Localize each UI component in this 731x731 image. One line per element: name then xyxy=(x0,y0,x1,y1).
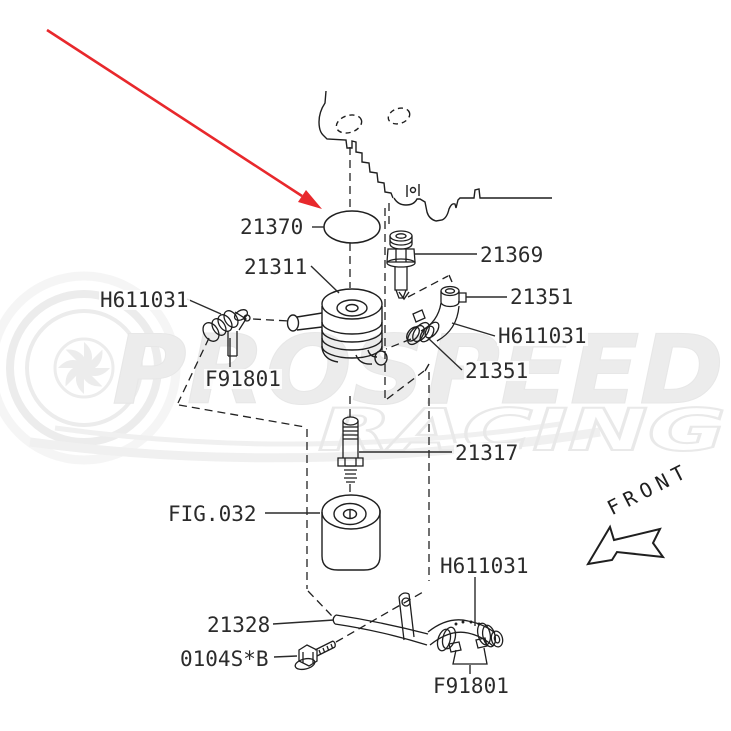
watermark-logo-wheel xyxy=(0,271,181,465)
hose-h611031-bottom xyxy=(427,619,504,665)
part-label-21370: 21370 xyxy=(239,215,305,239)
watermark-text-racing: RACING xyxy=(318,396,726,464)
part-label-fig032: FIG.032 xyxy=(167,502,258,526)
elbow-hose-group-right xyxy=(406,285,467,346)
highlight-arrow-icon xyxy=(46,28,322,209)
o-ring-21370 xyxy=(323,210,381,244)
part-label-f91801-left: F91801 xyxy=(204,367,282,391)
part-label-21328: 21328 xyxy=(206,613,272,637)
connector-f91801-bottom xyxy=(452,647,488,665)
part-label-0104sb: 0104S*B xyxy=(179,647,270,671)
part-label-21369: 21369 xyxy=(479,243,545,267)
leader-lines xyxy=(186,226,507,674)
part-label-21317: 21317 xyxy=(454,441,520,465)
part-label-h611031-left: H611031 xyxy=(99,288,190,312)
part-label-h611031-right: H611031 xyxy=(497,324,588,348)
bolt-0104sb xyxy=(294,640,336,671)
dashed-construction-lines xyxy=(177,147,449,643)
pipe-21328 xyxy=(332,592,429,646)
part-label-h611031-bottom: H611031 xyxy=(439,554,530,578)
dashed-corner-ticks xyxy=(398,274,453,372)
filter-fig032 xyxy=(321,494,381,571)
part-label-21351-top: 21351 xyxy=(509,285,575,309)
bolt-21369 xyxy=(386,230,416,299)
part-label-f91801-bottom: F91801 xyxy=(432,674,510,698)
connector-21317 xyxy=(337,416,364,483)
elbow-fitting-h611031-left xyxy=(202,309,251,357)
part-label-21311: 21311 xyxy=(243,255,309,279)
engine-block-outline xyxy=(318,90,552,222)
watermark-turbine-icon xyxy=(58,342,110,394)
front-direction-arrow-icon xyxy=(586,524,666,566)
oil-cooler-21311 xyxy=(286,288,388,366)
part-label-21351-lower: 21351 xyxy=(464,359,530,383)
